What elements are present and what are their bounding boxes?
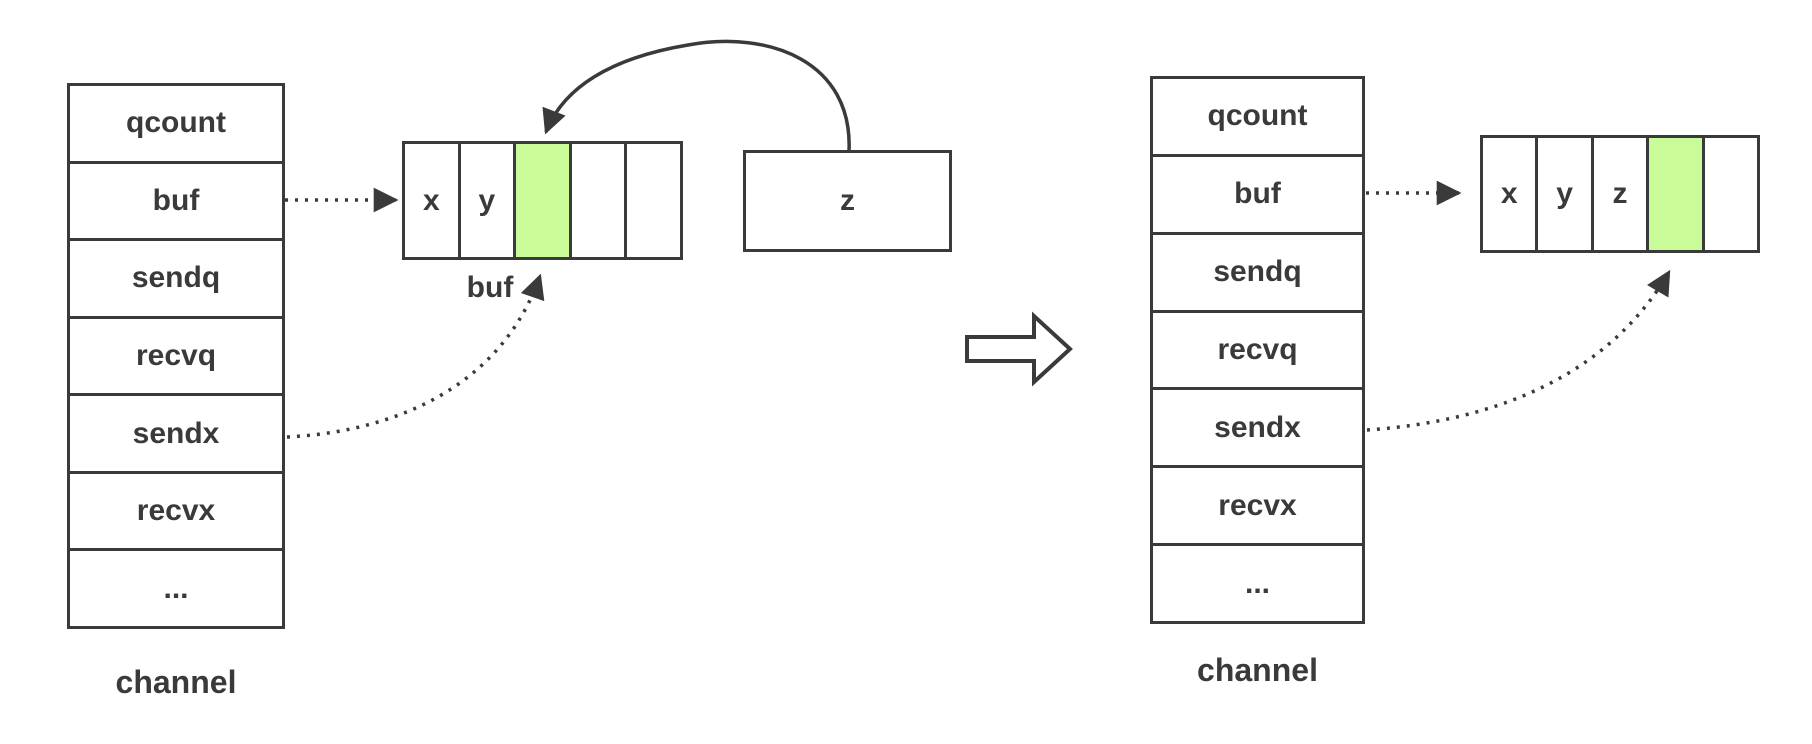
buffer-cell-0: x [405, 144, 461, 257]
right-ring-buffer: x y z [1480, 135, 1760, 253]
struct-field-recvx: recvx [70, 473, 282, 552]
left-channel-struct: qcount buf sendq recvq sendx recvx ... [67, 83, 285, 629]
buffer-cell-3 [571, 144, 628, 257]
struct-field-sendx: sendx [70, 396, 282, 474]
struct-field-more: ... [1153, 546, 1362, 622]
struct-field-more: ... [70, 551, 282, 627]
right-sendx-pointer-arrow [1366, 269, 1671, 432]
struct-field-recvq: recvq [1153, 312, 1362, 391]
struct-field-buf: buf [1153, 156, 1362, 235]
buffer-cell-2: z [1593, 138, 1650, 250]
left-ring-buffer: x y [402, 141, 683, 260]
buffer-cell-1: y [460, 144, 517, 257]
struct-field-buf: buf [70, 163, 282, 242]
left-buf-label: buf [466, 271, 514, 304]
right-channel-caption: channel [1197, 652, 1318, 688]
struct-field-recvx: recvx [1153, 468, 1362, 547]
right-channel-struct: qcount buf sendq recvq sendx recvx ... [1150, 76, 1365, 624]
struct-field-qcount: qcount [70, 86, 282, 164]
buffer-cell-4 [1704, 138, 1758, 250]
struct-field-sendx: sendx [1153, 390, 1362, 469]
incoming-value-box: z [743, 150, 952, 252]
buffer-cell-0: x [1483, 138, 1539, 250]
transition-arrow-icon [965, 311, 1073, 387]
struct-field-sendq: sendq [1153, 234, 1362, 313]
struct-field-qcount: qcount [1153, 79, 1362, 157]
insert-z-arrow [542, 39, 851, 152]
left-channel-caption: channel [115, 664, 237, 700]
struct-field-recvq: recvq [70, 318, 282, 397]
buffer-cell-3-highlighted [1649, 138, 1705, 250]
struct-field-sendq: sendq [70, 241, 282, 319]
buffer-cell-2-highlighted [516, 144, 572, 257]
buffer-cell-1: y [1538, 138, 1594, 250]
buffer-cell-4 [627, 144, 680, 257]
